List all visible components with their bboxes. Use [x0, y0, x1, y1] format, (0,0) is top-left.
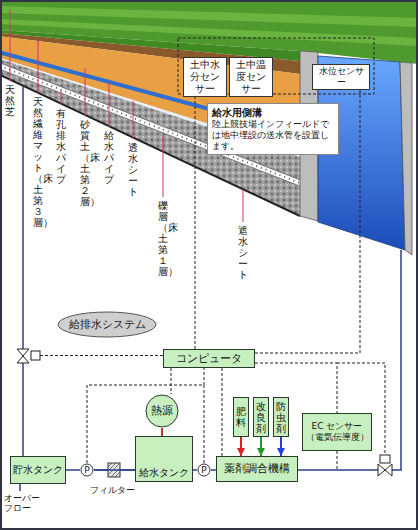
additive-box: 改良剤 — [253, 397, 269, 437]
additive-box: 肥料 — [233, 397, 249, 437]
layer-label: 給水パイプ — [104, 130, 114, 185]
box-label: 肥料 — [236, 406, 246, 428]
heat-source-circle: 熱源 — [145, 394, 179, 428]
valve-symbol — [378, 464, 392, 476]
leader-line — [10, 10, 11, 81]
sensor-name: EC センサー（電気伝導度） — [305, 421, 369, 443]
computer-box: コンピュータ — [163, 349, 255, 368]
sensor-name: 土中水分センサー — [186, 59, 224, 95]
flow-connector — [280, 437, 282, 456]
leader-line — [109, 82, 110, 127]
leader-line — [133, 101, 134, 139]
tank-box: 給水タンク — [135, 436, 193, 482]
leader-line — [38, 39, 39, 93]
sensor-area-outline — [178, 38, 374, 94]
system-title: 給排水システム — [69, 318, 146, 331]
tank-box: 貯水タンク — [10, 456, 66, 484]
leader-line — [163, 135, 164, 197]
flow-connector — [66, 469, 80, 471]
control-line — [337, 451, 338, 470]
flow-connector — [260, 437, 262, 456]
leader-line — [61, 90, 62, 105]
heat-source-circle-shape — [146, 395, 178, 427]
sensor-box: EC センサー（電気伝導度） — [302, 413, 372, 451]
note-box: 給水用側溝陸上競技場インフィールドでは地中埋設の送水管を設置します。 — [207, 103, 339, 155]
sensor-name: 土中温度センサー — [232, 59, 270, 95]
part-label: オーバーフロー — [4, 494, 44, 514]
overflow-line — [19, 484, 21, 491]
flow-connector — [94, 469, 135, 471]
filter-symbol — [108, 463, 120, 477]
supply-line — [298, 469, 378, 471]
control-connector — [171, 368, 172, 394]
box-label: コンピュータ — [176, 352, 242, 365]
drain-line — [22, 86, 24, 349]
system-ellipse-shape — [58, 312, 156, 337]
trench-wall — [400, 62, 412, 255]
box-label: 貯水タンク — [13, 464, 63, 476]
part-label: フィルター — [90, 486, 135, 496]
box-label: 改良剤 — [256, 401, 266, 434]
pump-circle: P — [80, 463, 94, 477]
flow-connector — [193, 469, 197, 471]
layer-label: 有孔排水パイプ — [56, 108, 66, 185]
sensor-box: 土中水分センサー — [183, 57, 227, 97]
supply-line — [392, 250, 401, 470]
control-connector — [255, 363, 337, 413]
pipes — [20, 86, 401, 491]
box-label: 防虫剤 — [276, 401, 286, 434]
pump-circle-shape — [81, 464, 93, 476]
process-box: 薬剤調合機構 — [216, 456, 298, 482]
layer-label: 礫層（床土第１層） — [158, 200, 168, 277]
flow-connector — [211, 469, 216, 471]
layer-label: 遮水シート — [238, 225, 248, 280]
valve-actuator — [31, 351, 40, 360]
drain-line — [22, 363, 24, 456]
note-body: 陸上競技場インフィールドでは地中埋設の送水管を設置します。 — [212, 119, 334, 151]
flow-connector — [240, 437, 242, 456]
pump-circle-shape — [198, 464, 210, 476]
leader-line — [243, 190, 244, 222]
control-line — [204, 385, 205, 463]
pump-letter: P — [201, 465, 206, 476]
filter-pipe — [94, 469, 135, 471]
valve-symbol — [17, 349, 29, 363]
box-label: 給水タンク — [139, 467, 189, 479]
sensor-box: 土中温度センサー — [229, 57, 273, 97]
layer-label: 砂質土（床土第２層） — [80, 119, 90, 207]
leader-line — [85, 68, 86, 116]
note-heading: 給水用側溝 — [212, 107, 334, 119]
layer-label: 透水シート — [128, 142, 138, 197]
sensor-name: 水位センサー — [315, 66, 367, 88]
box-label: 熱源 — [151, 404, 173, 417]
control-connector — [255, 90, 360, 353]
valve-actuator — [380, 455, 390, 463]
pump-circle: P — [197, 463, 211, 477]
box-label: 薬剤調合機構 — [224, 462, 290, 475]
flow-connector — [161, 428, 163, 436]
additive-box: 防虫剤 — [273, 397, 289, 437]
control-lines — [40, 356, 385, 471]
layer-label: 天然芝 — [5, 84, 15, 117]
filter-hatch — [108, 463, 120, 477]
control-line — [40, 355, 163, 356]
control-connector — [195, 97, 196, 349]
control-connector — [222, 368, 223, 456]
system-ellipse: 給排水システム — [57, 311, 157, 338]
sensor-box: 水位センサー — [312, 64, 370, 90]
layer-label: 天然繊維マット（床土第３層） — [33, 96, 43, 228]
pump-letter: P — [84, 465, 89, 476]
